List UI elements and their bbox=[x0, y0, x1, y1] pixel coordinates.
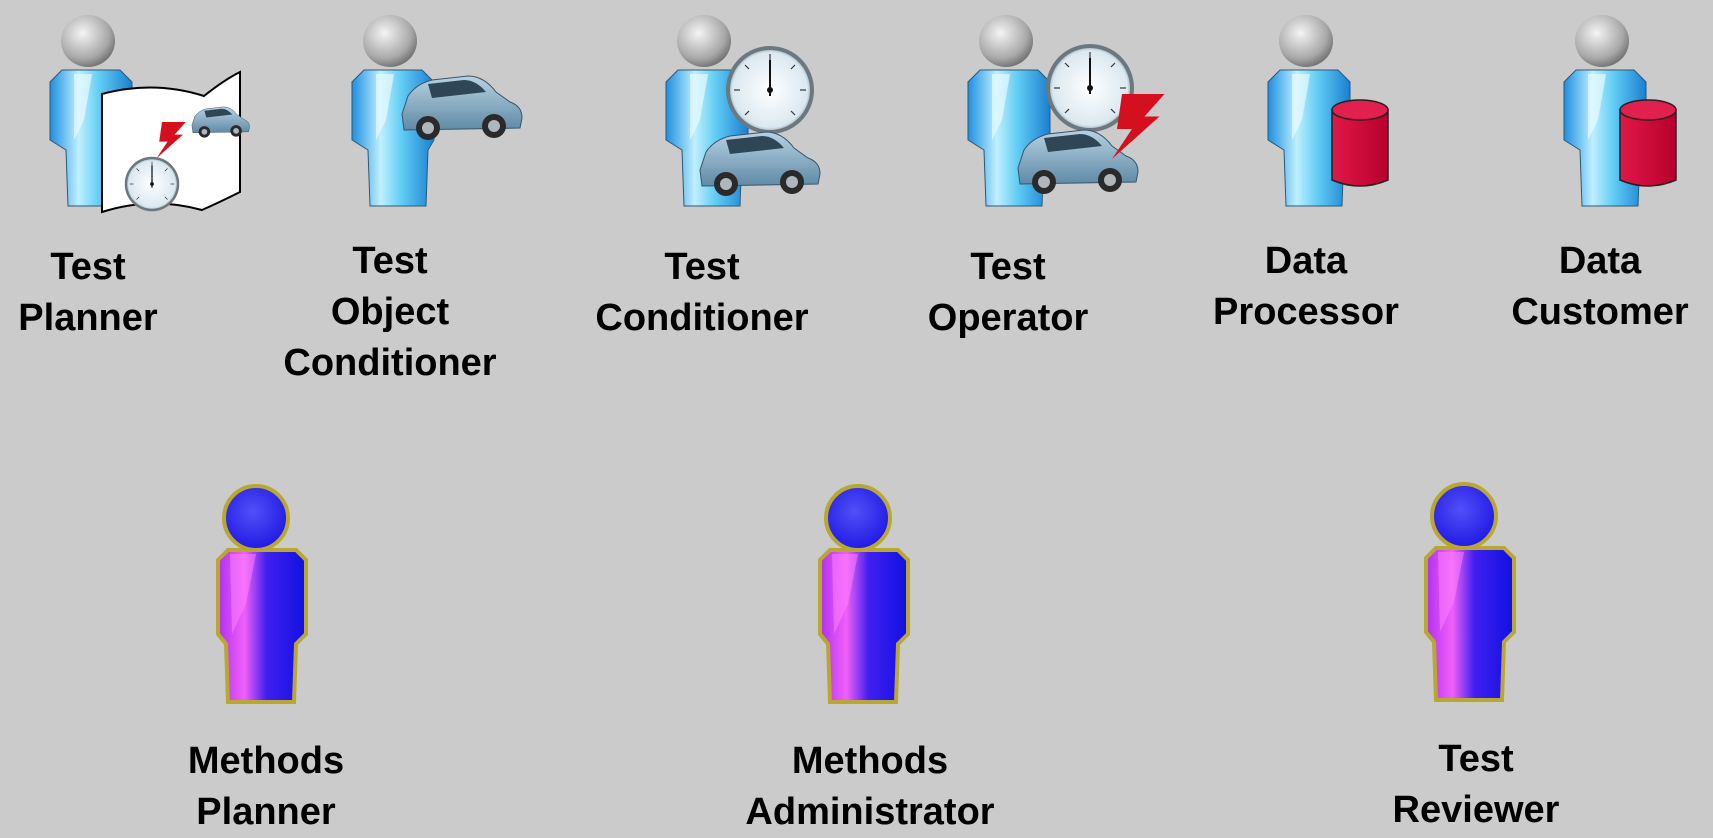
person-database-icon bbox=[1267, 14, 1389, 207]
person-gauge-car-lightning-icon bbox=[967, 14, 1165, 207]
purple-person-icon bbox=[818, 484, 910, 704]
purple-person-icon bbox=[1424, 482, 1516, 702]
person-map-icon bbox=[49, 14, 250, 214]
person-gauge-car-icon bbox=[665, 14, 821, 207]
person-database-icon bbox=[1563, 14, 1677, 207]
purple-person-icon bbox=[216, 484, 308, 704]
person-car-icon bbox=[351, 14, 523, 207]
